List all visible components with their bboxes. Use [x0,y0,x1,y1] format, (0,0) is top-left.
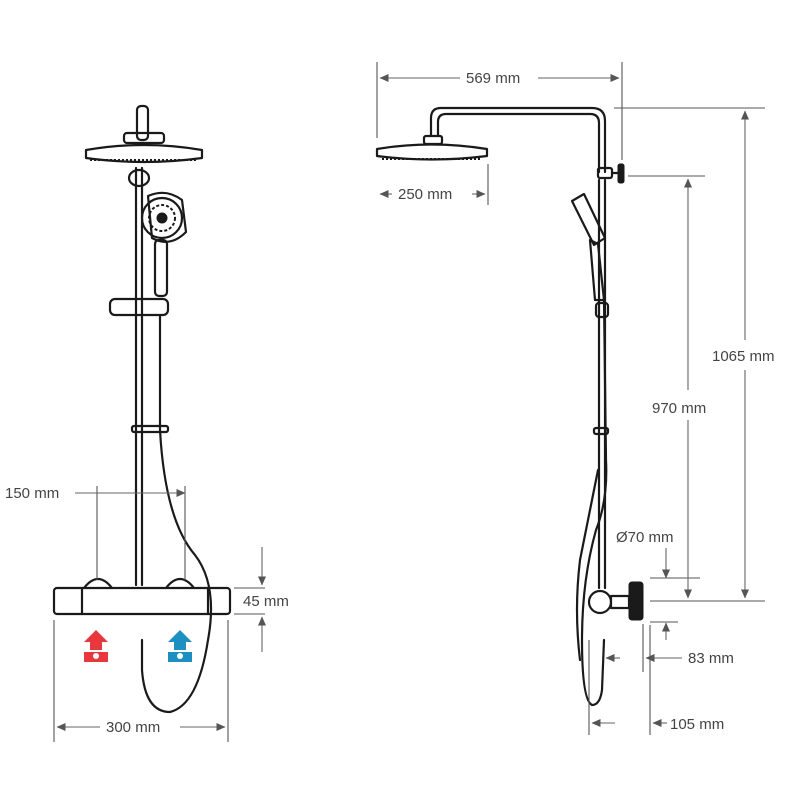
overhead-arm-outer [429,106,607,174]
dim-projection-83: 83 mm [605,624,734,672]
shower-hose-side [580,298,608,707]
hot-water-inlet-icon [84,630,108,662]
thermostatic-valve-side [587,581,644,621]
side-view: 569 mm 250 mm 1065 mm 970 mm [375,62,775,735]
dim-label-150: 150 mm [5,485,59,502]
dim-label-83: 83 mm [688,650,734,667]
dim-outlet-diameter: Ø70 mm [616,529,678,640]
dim-valve-width: 300 mm [53,620,229,742]
hand-shower-front [140,191,188,298]
middle-bracket [130,424,170,434]
hand-shower-slider [108,297,170,317]
shower-hose [140,313,213,714]
overhead-shower-head-side [375,134,489,161]
upper-bracket [127,168,151,188]
dim-label-45: 45 mm [243,593,289,610]
dim-label-250: 250 mm [398,186,452,203]
dim-label-569: 569 mm [466,70,520,87]
overhead-shower-head-front [84,131,204,164]
dim-bar-height: 970 mm [628,175,706,599]
dim-label-70: Ø70 mm [616,529,674,546]
dim-label-105: 105 mm [670,716,724,733]
cold-water-inlet-icon [168,630,192,662]
dim-label-970: 970 mm [652,400,706,417]
thermostatic-valve-front [52,577,232,616]
dim-valve-height: 45 mm [234,547,289,652]
dim-projection-105: 105 mm [588,625,724,735]
shower-hose-side-2 [575,468,600,662]
dim-head-diameter: 250 mm [379,164,489,205]
dim-label-300: 300 mm [106,719,160,736]
dim-label-1065: 1065 mm [712,348,775,365]
dim-riser-length: 569 mm [376,62,623,160]
front-view: 150 mm 45 mm 300 mm [5,104,289,742]
shower-arm-stub [135,104,150,142]
slider-side [594,301,610,319]
dim-total-height: 1065 mm [614,107,775,602]
middle-bracket-side [592,426,610,436]
overhead-arm-inner [436,112,601,174]
dim-inlet-centers: 150 mm [5,485,186,580]
